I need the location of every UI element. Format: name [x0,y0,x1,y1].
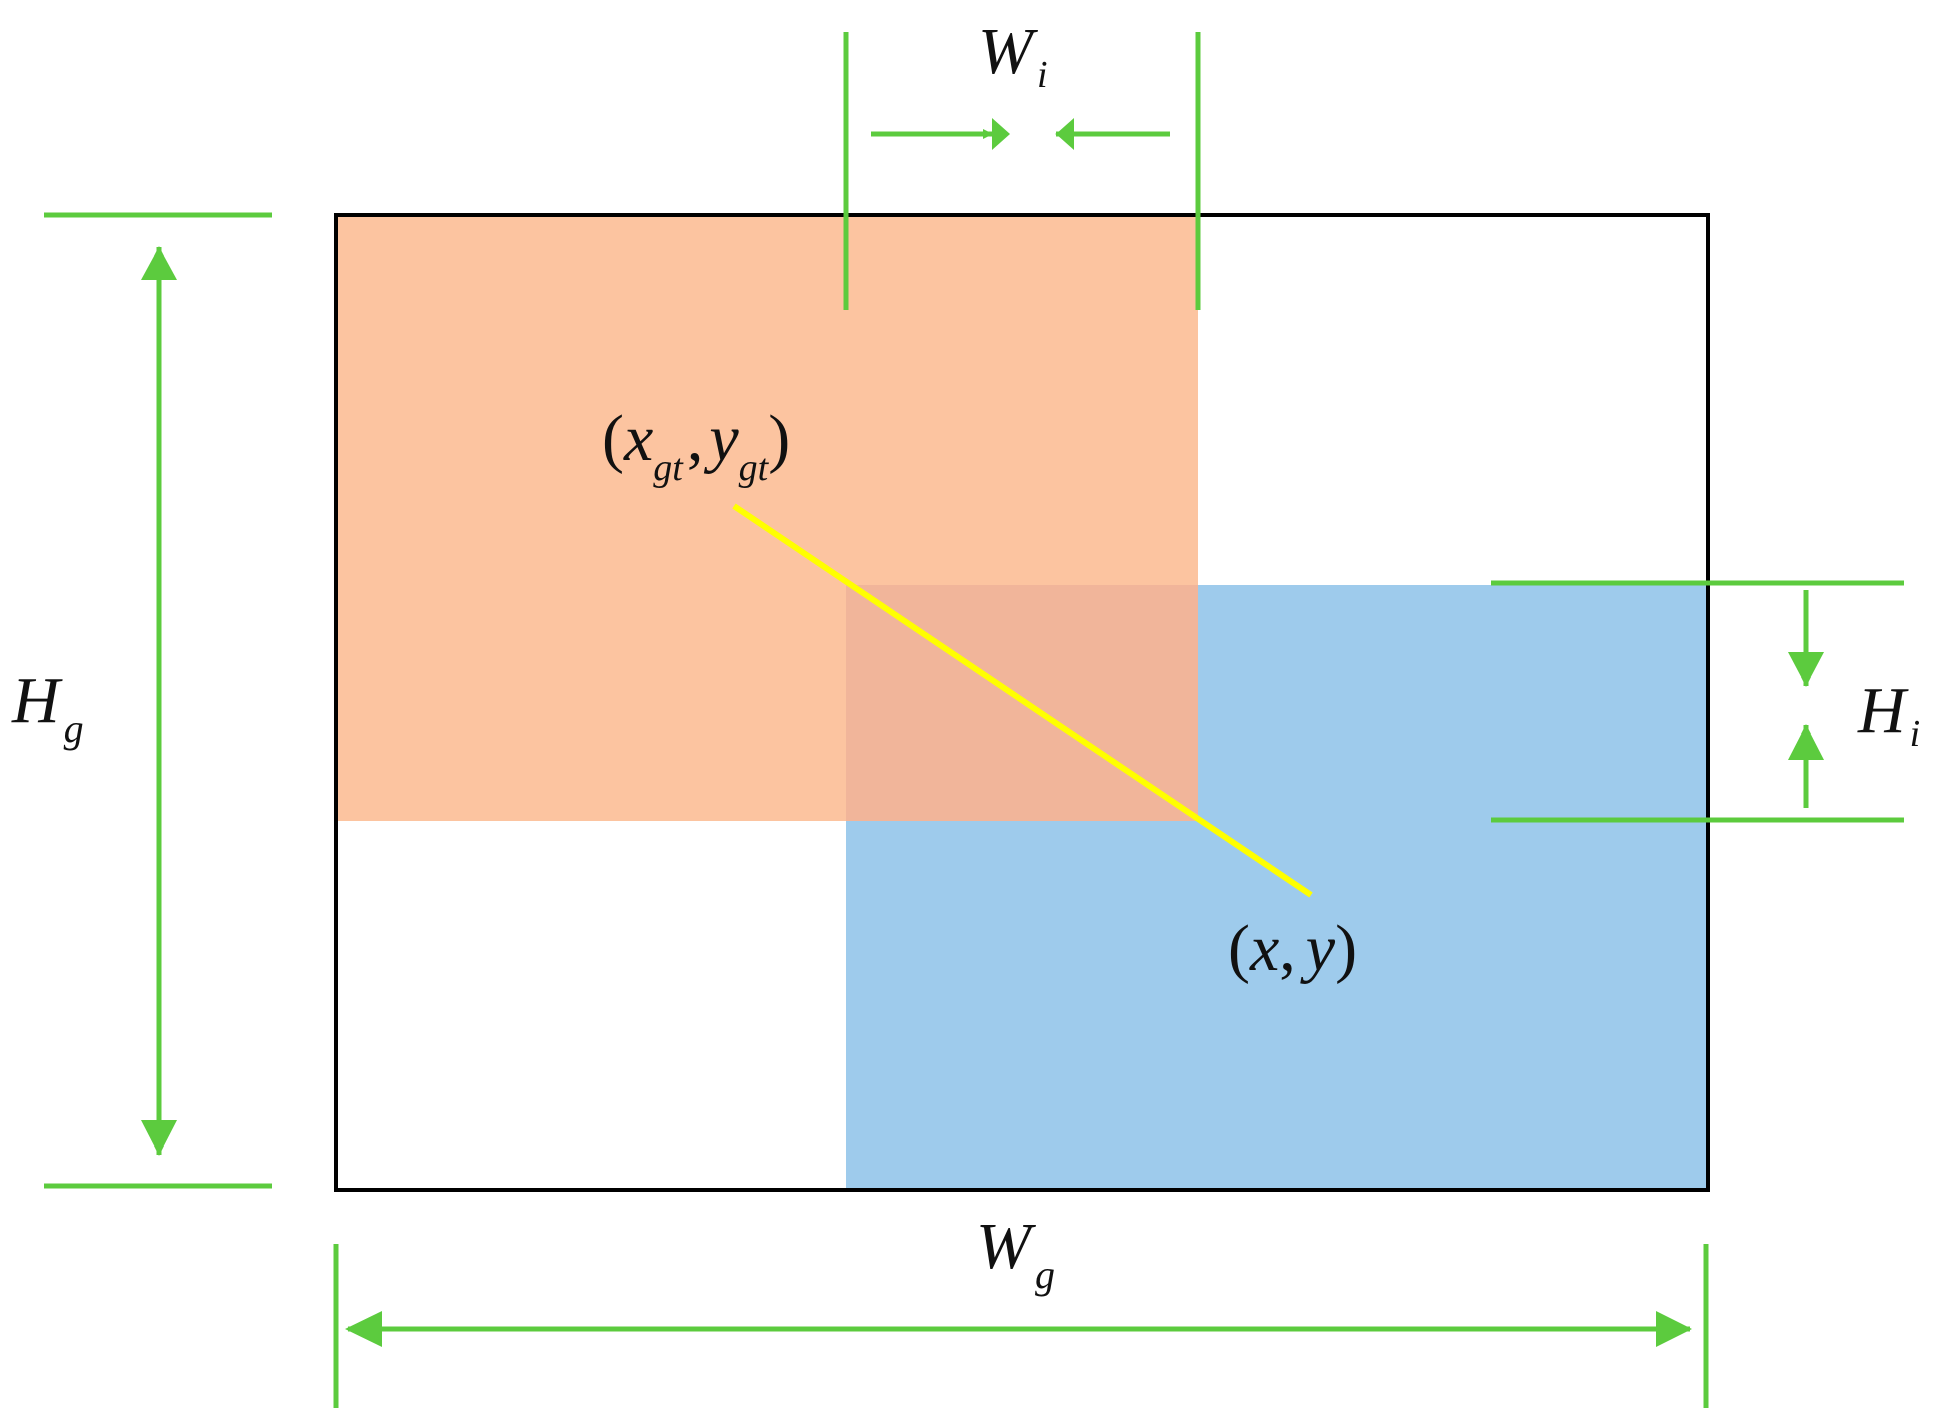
center-distance-line [732,503,1313,898]
hi-down-arrowhead [1788,652,1824,686]
hg-down-arrowhead [141,1120,177,1155]
enclosing-box [334,213,1710,1192]
hg-up-arrowhead [141,247,177,280]
wg-right-arrowhead [1656,1311,1692,1347]
wg-left-arrowhead [345,1311,382,1347]
hi-up-arrowhead [1788,725,1824,760]
wi-right-arrowhead [1056,118,1074,150]
wi-left-arrowhead [992,118,1010,150]
gt-center-label: (xgt,ygt) [602,402,790,489]
pred-center-label: (x,y) [1228,912,1357,985]
